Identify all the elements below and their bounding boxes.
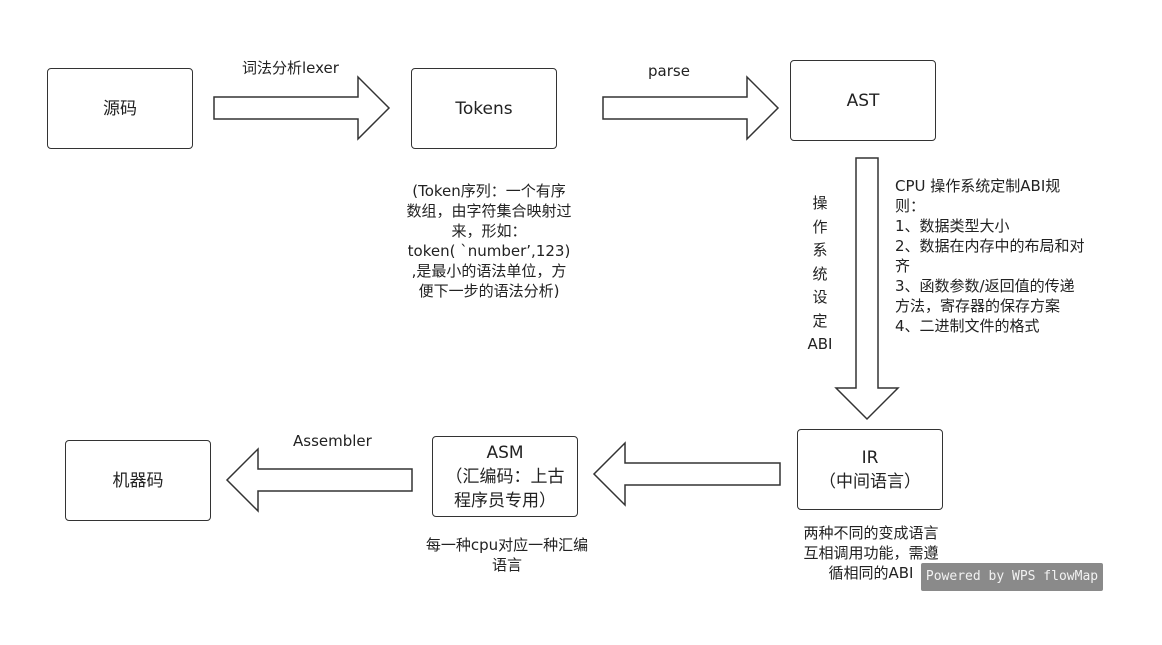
note-line: ,是最小的语法单位，方 [411,262,567,280]
note-tokens: (Token序列：一个有序 数组，由字符集合映射过 来，形如： token( `… [393,181,585,301]
os-abi-char: ABI [807,335,833,353]
note-line: 语言 [491,556,522,574]
node-ast-label: AST [846,90,880,111]
node-source[interactable]: 源码 [47,68,193,149]
os-abi-char: 统 [812,264,828,283]
note-line: 每一种cpu对应一种汇编 [425,536,589,554]
note-abi: CPU 操作系统定制ABI规 则： 1、数据类型大小 2、数据在内存中的布局和对… [895,176,1085,336]
node-asm-line2: （汇编码：上古 [445,466,565,487]
edge-label-os-abi: 操 作 系 统 设 定 ABI [800,192,840,357]
node-asm[interactable]: ASM （汇编码：上古 程序员专用） [432,436,578,517]
note-ir: 两种不同的变成语言 互相调用功能，需遵 循相同的ABI [790,523,952,583]
note-line: 方法，寄存器的保存方案 [895,297,1061,315]
arrow-os-abi [834,157,900,421]
node-machine-code-label: 机器码 [112,470,164,491]
note-asm: 每一种cpu对应一种汇编 语言 [412,535,602,575]
note-line: (Token序列：一个有序 [412,182,566,200]
os-abi-char: 设 [812,288,828,306]
note-line: 1、数据类型大小 [895,217,1010,235]
note-line: 互相调用功能，需遵 [803,544,939,562]
note-line: 2、数据在内存中的布局和对 [895,237,1085,255]
edge-label-parse: parse [648,62,690,80]
os-abi-char: 系 [812,241,828,259]
note-line: token( `number’,123) [407,242,571,260]
arrow-assembler [225,447,413,513]
note-line: 来，形如： [451,222,527,240]
note-line: 3、函数参数/返回值的传递 [895,277,1075,295]
node-ir[interactable]: IR （中间语言） [797,429,943,510]
edge-label-lexer: 词法分析lexer [242,59,339,77]
node-ast[interactable]: AST [790,60,936,141]
node-tokens-label: Tokens [455,98,513,119]
os-abi-char: 作 [812,217,828,236]
node-tokens[interactable]: Tokens [411,68,557,149]
note-line: 则： [895,197,926,215]
note-line: 两种不同的变成语言 [803,524,939,542]
arrow-parse [602,75,780,141]
note-line: 齐 [895,257,911,275]
node-ir-line1: IR [861,447,879,468]
arrow-lexer [213,75,391,141]
node-source-label: 源码 [103,98,137,119]
arrow-ir-to-asm [592,441,781,507]
edge-label-assembler: Assembler [293,432,372,450]
note-line: 数组，由字符集合映射过 [406,202,572,220]
os-abi-char: 操 [812,194,828,212]
node-asm-line1: ASM [486,442,524,463]
node-asm-line3: 程序员专用） [454,490,556,511]
node-ir-line2: （中间语言） [819,471,921,492]
node-machine-code[interactable]: 机器码 [65,440,211,521]
watermark-badge: Powered by WPS flowMap [921,563,1103,591]
note-line: 4、二进制文件的格式 [895,317,1040,335]
os-abi-char: 定 [812,311,828,330]
note-line: CPU 操作系统定制ABI规 [895,177,1061,195]
note-line: 便下一步的语法分析) [418,282,560,300]
note-line: 循相同的ABI [828,564,914,582]
